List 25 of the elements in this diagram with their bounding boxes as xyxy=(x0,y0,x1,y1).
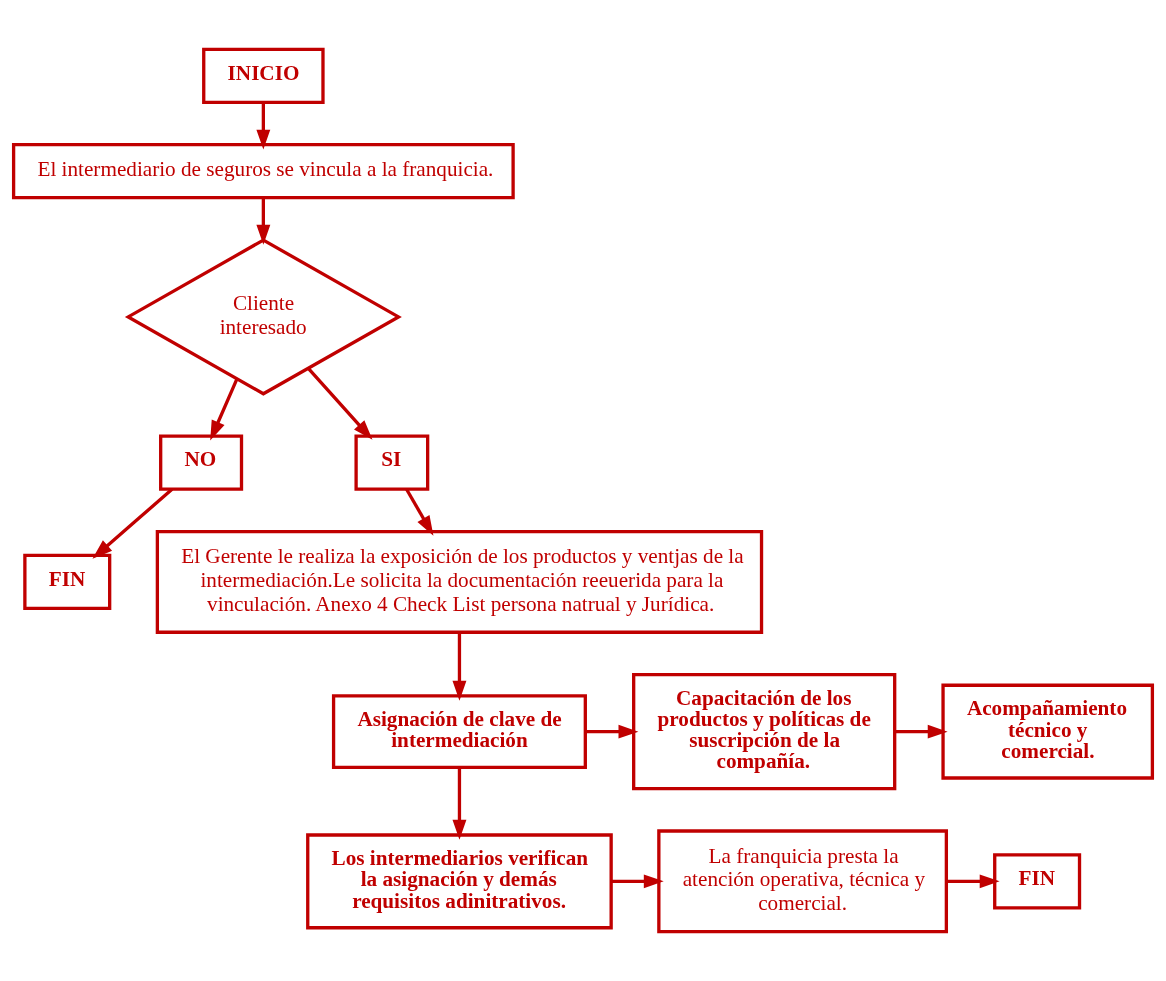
arrow xyxy=(585,724,639,739)
node-box: Acompañamiento técnico y comercial. xyxy=(941,683,1155,780)
arrow xyxy=(452,767,467,840)
node-box: INICIO xyxy=(202,47,325,104)
node-box: Asignación de clave de intermediación xyxy=(331,694,587,770)
node-box: Capacitación de los productos y políticas de suscripción de la compañía. xyxy=(632,673,897,791)
node-box: El intermediario de seguros se vincula a la franquicia. xyxy=(11,143,515,200)
arrow xyxy=(611,874,664,889)
arrow xyxy=(307,367,373,440)
node-box: FIN xyxy=(993,853,1082,910)
arrow xyxy=(210,378,239,441)
arrow xyxy=(452,632,467,701)
node-box: El Gerente le realiza la exposición de los productos y ventjas de la intermediación.Le solicita la documentación reeuerida para la vinculación. Anexo 4 Check List persona natrual y Jurídica. xyxy=(155,529,764,634)
node-diamond: Cliente interesado xyxy=(124,238,402,396)
node-box: FIN xyxy=(23,553,112,611)
arrow xyxy=(92,488,174,559)
node-box: NO xyxy=(159,434,244,491)
arrow xyxy=(256,197,271,245)
node-box: La franquicia presta la atención operativa, técnica y comercial. xyxy=(657,829,948,934)
arrow xyxy=(946,874,1000,889)
arrow xyxy=(894,724,948,739)
node-box: Los intermediarios verifican la asignación y demás requisitos adinitrativos. xyxy=(306,833,613,930)
node-box: SI xyxy=(354,434,430,491)
arrow xyxy=(405,488,434,536)
arrow xyxy=(256,102,271,150)
